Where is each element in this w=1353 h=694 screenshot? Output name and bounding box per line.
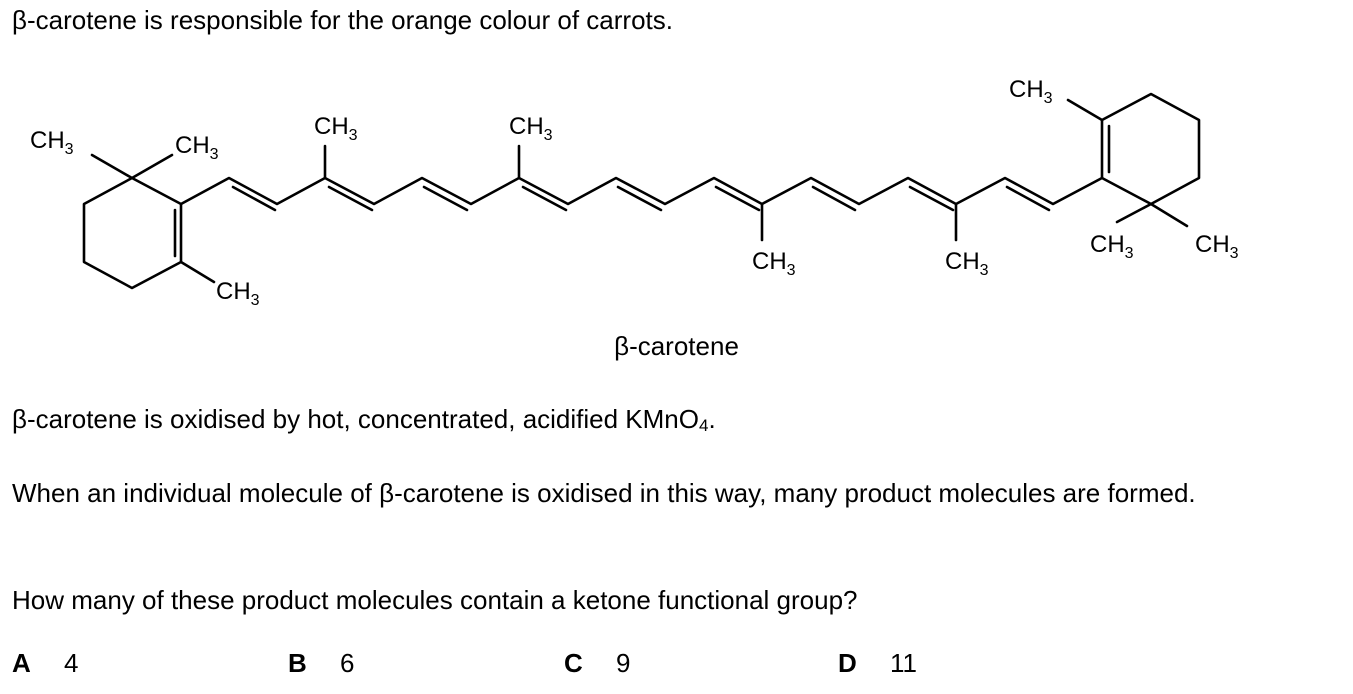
beta-symbol: β xyxy=(379,478,395,508)
beta-symbol: β xyxy=(12,404,27,434)
beta-carotene-structure: CH3 CH3 CH3 CH3 CH3 CH3 CH3 CH3 CH3 CH3 xyxy=(30,76,1239,309)
intro-text: β-carotene is responsible for the orange… xyxy=(12,4,673,36)
caption-text: -carotene xyxy=(629,331,739,361)
description-before: When an individual molecule of xyxy=(12,478,380,508)
methyl-label: CH3 xyxy=(1090,231,1134,262)
option-letter: C xyxy=(564,648,583,678)
option-letter: B xyxy=(288,648,307,678)
beta-symbol: β xyxy=(614,331,630,361)
beta-symbol: β xyxy=(12,5,27,35)
formula-subscript: 4 xyxy=(699,416,709,435)
methyl-label: CH3 xyxy=(314,113,358,144)
option-value: 6 xyxy=(340,648,355,678)
methyl-label: CH3 xyxy=(945,248,989,279)
oxidation-statement: β-carotene is oxidised by hot, concentra… xyxy=(12,403,716,435)
methyl-label: CH3 xyxy=(216,278,260,309)
methyl-label: CH3 xyxy=(30,127,74,158)
option-value: 4 xyxy=(64,648,79,678)
option-letter: D xyxy=(838,648,857,678)
option-letter: A xyxy=(12,648,31,678)
structure-labels: CH3 CH3 CH3 CH3 CH3 CH3 CH3 CH3 CH3 CH3 xyxy=(30,76,1239,309)
description-after: -carotene is oxidised in this way, many … xyxy=(394,478,1196,508)
methyl-label: CH3 xyxy=(1195,231,1239,262)
methyl-label: CH3 xyxy=(509,113,553,144)
option-value: 11 xyxy=(890,648,917,678)
molecule-caption: β-carotene xyxy=(0,330,1353,362)
intro-sentence: -carotene is responsible for the orange … xyxy=(26,5,673,35)
description-paragraph: When an individual molecule of β-caroten… xyxy=(12,476,1330,510)
oxidation-end: . xyxy=(708,404,716,434)
structure-bonds xyxy=(82,92,1201,290)
option-value: 9 xyxy=(616,648,631,678)
option-d[interactable]: D 11 xyxy=(838,647,917,679)
oxidation-text: -carotene is oxidised by hot, concentrat… xyxy=(26,404,699,434)
question-text: How many of these product molecules cont… xyxy=(12,585,858,615)
methyl-label: CH3 xyxy=(752,248,796,279)
methyl-label: CH3 xyxy=(1009,76,1053,107)
methyl-label: CH3 xyxy=(175,132,219,163)
